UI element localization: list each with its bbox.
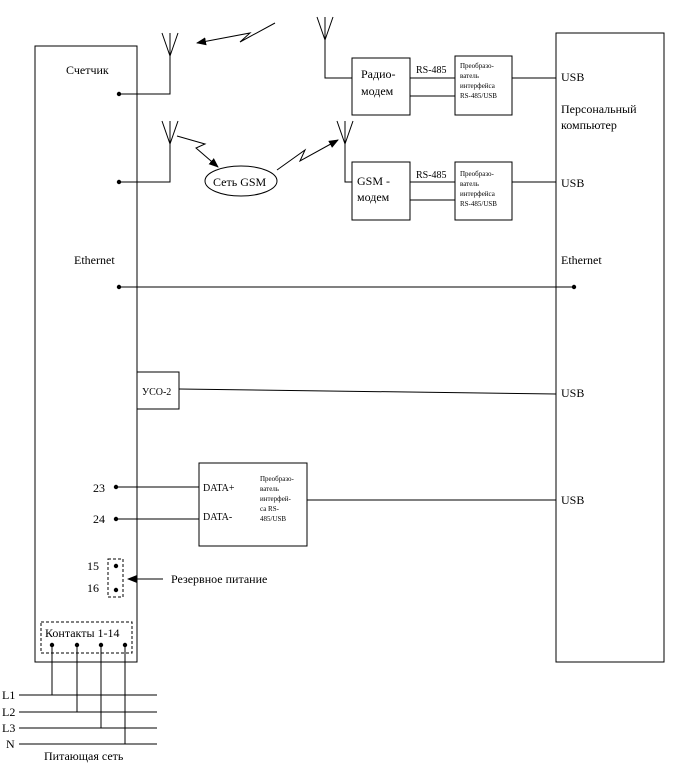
terminal-15-dot [113,563,119,569]
converter-mid-l4: RS-485/USB [460,200,497,208]
radio-modem-box [351,57,411,116]
converter-top-l1: Преобразо- [460,62,495,70]
gsm-modem-feed [344,144,352,183]
terminal-16-dot [113,587,119,593]
converter-low-l3: интерфей- [260,495,292,503]
data-minus-label: DATA- [203,512,232,523]
terminal-23-label: 23 [93,481,105,495]
meter-label: Счетчик [66,63,109,77]
mains-n-label: N [6,737,15,751]
uso-label: УСО-2 [142,387,171,398]
converter-top-l3: интерфейса [460,82,496,90]
converter-low-l4: са RS- [260,505,280,513]
antenna-icon [161,32,179,57]
mains-l1-label: L1 [2,688,15,702]
antenna-icon [161,120,179,145]
mains-caption: Питающая сеть [44,749,124,763]
uso-box [136,371,180,410]
rs485-label-top: RS-485 [416,65,447,76]
ethernet-dot-pc [571,284,577,290]
usb-label-uso: USB [561,386,584,400]
uso-usb-wire [178,388,557,395]
usb-label-top: USB [561,70,584,84]
antenna-icon [336,120,354,145]
converter-top-l2: ватель [460,72,479,80]
converter-mid-box [454,161,513,221]
pc-label-line2: компьютер [561,118,617,132]
contacts-label: Контакты 1-14 [45,626,120,640]
reserve-power-label: Резервное питание [171,572,267,586]
radio-modem-line1: Радио- [361,67,396,81]
gsm-antenna-feed [119,144,171,183]
terminal-16-label: 16 [87,581,99,595]
converter-low-l1: Преобразо- [260,475,295,483]
converter-low-l2: ватель [260,485,279,493]
gsm-modem-line1: GSM - [357,174,390,188]
pc-block [555,32,665,663]
radio-modem-line2: модем [361,84,394,98]
radio-link-zigzag [196,22,276,46]
gsm-link-zigzag-right [276,139,339,171]
terminal-15-label: 15 [87,559,99,573]
gsm-link-zigzag-left [176,135,219,168]
radio-antenna-feed [119,56,171,95]
converter-top-box [454,55,513,116]
radio-modem-feed [324,40,352,79]
converter-mid-l3: интерфейса [460,190,496,198]
gsm-network-cloud [204,165,278,197]
terminal-24-label: 24 [93,512,105,526]
ethernet-dot-meter [116,284,122,290]
meter-ethernet-label: Ethernet [74,253,115,267]
contacts-block [40,621,133,654]
mains-l2-label: L2 [2,705,15,719]
converter-top-l4: RS-485/USB [460,92,497,100]
gsm-modem-line2: модем [357,190,390,204]
rs485-label-mid: RS-485 [416,170,447,181]
pc-label-line1: Персональный [561,102,637,116]
data-plus-label: DATA+ [203,483,235,494]
converter-mid-l2: ватель [460,180,479,188]
converter-mid-l1: Преобразо- [460,170,495,178]
antenna-icon [316,16,334,41]
mains-l3-label: L3 [2,721,15,735]
converter-low-box [198,462,308,547]
converter-low-l5: 485/USB [260,515,286,523]
gsm-network-label: Сеть GSM [213,175,267,189]
usb-label-low: USB [561,493,584,507]
usb-label-mid: USB [561,176,584,190]
pc-ethernet-label: Ethernet [561,253,602,267]
gsm-modem-box [351,161,411,221]
meter-block [34,45,138,663]
reserve-terminal-block [107,558,124,598]
